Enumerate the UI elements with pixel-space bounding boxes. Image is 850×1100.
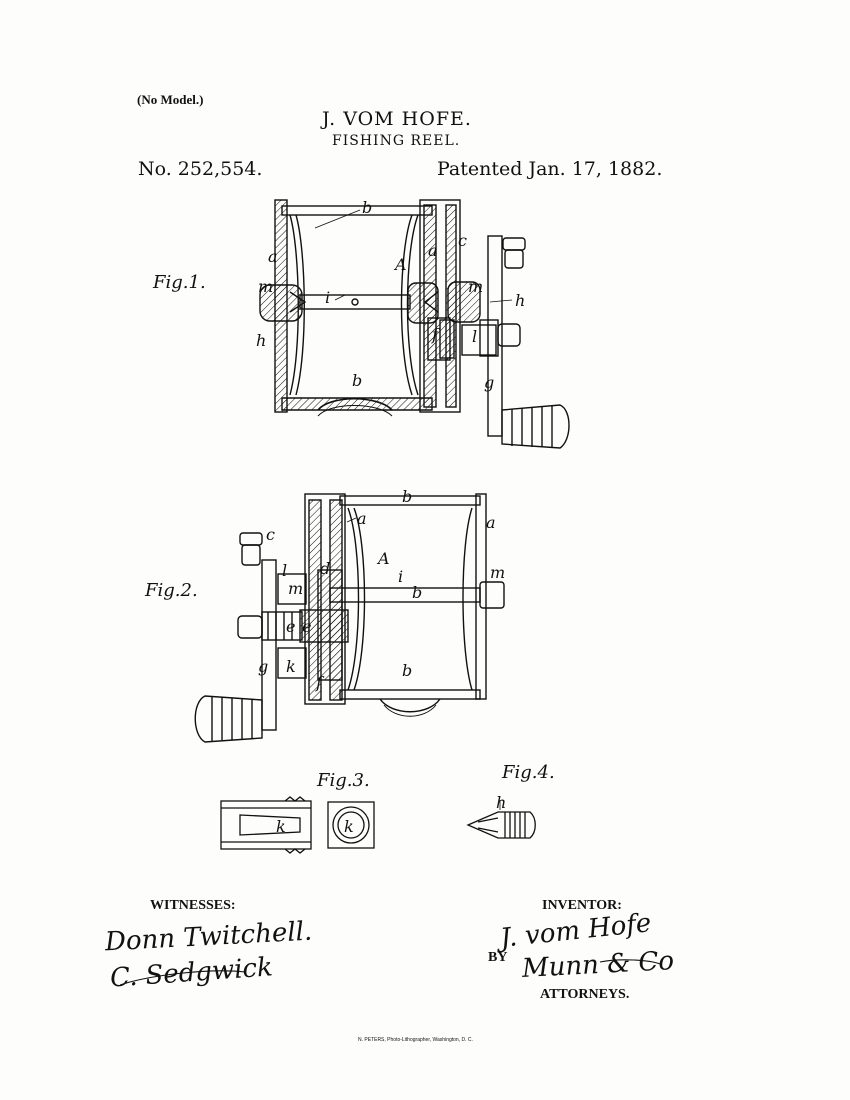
fig1-top-rod xyxy=(281,205,433,216)
printer-credit: N. PETERS, Photo-Lithographer, Washingto… xyxy=(358,1037,473,1043)
fig2-letter-m-right: m xyxy=(490,563,505,582)
witnesses-label: WITNESSES: xyxy=(150,898,236,913)
figure-3-drawing xyxy=(220,796,375,854)
figure-4-drawing xyxy=(466,800,536,839)
fig1-letter-b-bottom: b xyxy=(352,371,362,390)
fig4-letter-h: h xyxy=(496,793,506,812)
fig2-letter-f: f xyxy=(315,673,325,692)
inventor-heading: J. VOM HOFE. xyxy=(322,108,472,130)
fig2-letter-m-left: m xyxy=(288,579,303,598)
patent-date: Patented Jan. 17, 1882. xyxy=(437,158,663,180)
fig1-letter-c: c xyxy=(458,231,467,250)
fig1-letter-f: f xyxy=(431,325,441,344)
fig1-letter-a-left: a xyxy=(268,247,278,266)
figure-2-label: Fig.2. xyxy=(145,580,198,601)
attorneys-label: ATTORNEYS. xyxy=(540,987,630,1002)
fig1-letter-a-right: a xyxy=(428,241,438,260)
signature-flourishes xyxy=(119,959,661,986)
fig3-letter-k-side: k xyxy=(276,817,286,836)
figure-4-label: Fig.4. xyxy=(502,762,555,783)
inventor-label: INVENTOR: xyxy=(542,898,622,913)
figure-3-letters: k k xyxy=(276,817,354,836)
fig2-letter-a-right: a xyxy=(486,513,496,532)
fig2-letter-i: i xyxy=(398,567,403,586)
figure-4-letters: h xyxy=(496,793,506,812)
fig2-letter-b-bottom: b xyxy=(402,661,412,680)
fig1-letter-l: l xyxy=(472,327,477,346)
fig1-letter-m-left: m xyxy=(258,277,273,296)
figure-2-drawing xyxy=(194,493,505,743)
figure-1-letters: b a a A c m m i h h f l g b xyxy=(256,198,525,392)
fig2-letter-b-top: b xyxy=(402,487,412,506)
fig1-letter-h-left: h xyxy=(256,331,266,350)
fig1-letter-b-top: b xyxy=(362,198,372,217)
fig2-letter-c: c xyxy=(266,525,275,544)
no-model-note: (No Model.) xyxy=(137,92,204,107)
fig1-letter-A: A xyxy=(393,255,407,274)
fig1-letter-g: g xyxy=(484,373,494,392)
fig2-letter-A: A xyxy=(376,549,390,568)
patent-title: FISHING REEL. xyxy=(332,133,461,149)
fig2-letter-l-top: l xyxy=(282,561,287,580)
fig1-letter-h-right: h xyxy=(515,291,525,310)
figure-1-label: Fig.1. xyxy=(153,272,206,293)
fig1-letter-i: i xyxy=(325,288,330,307)
fig2-letter-d: d xyxy=(320,559,330,578)
figure-2-letters: b a a c A i d m m l b e e k g f b xyxy=(258,487,505,692)
fig2-letter-b-mid: b xyxy=(412,583,422,602)
fig2-letter-e: e xyxy=(286,617,295,636)
fig2-letter-g: g xyxy=(258,657,268,676)
fig2-letter-a-left: a xyxy=(357,509,367,528)
figure-1-drawing xyxy=(259,199,570,449)
patent-number: No. 252,554. xyxy=(138,158,263,180)
by-label: BY xyxy=(488,950,508,965)
fig1-letter-m-right: m xyxy=(468,277,483,296)
fig2-letter-e-2: e xyxy=(302,617,311,636)
figure-3-label: Fig.3. xyxy=(317,770,370,791)
fig3-letter-k-end: k xyxy=(344,817,354,836)
fig2-letter-k: k xyxy=(286,657,296,676)
